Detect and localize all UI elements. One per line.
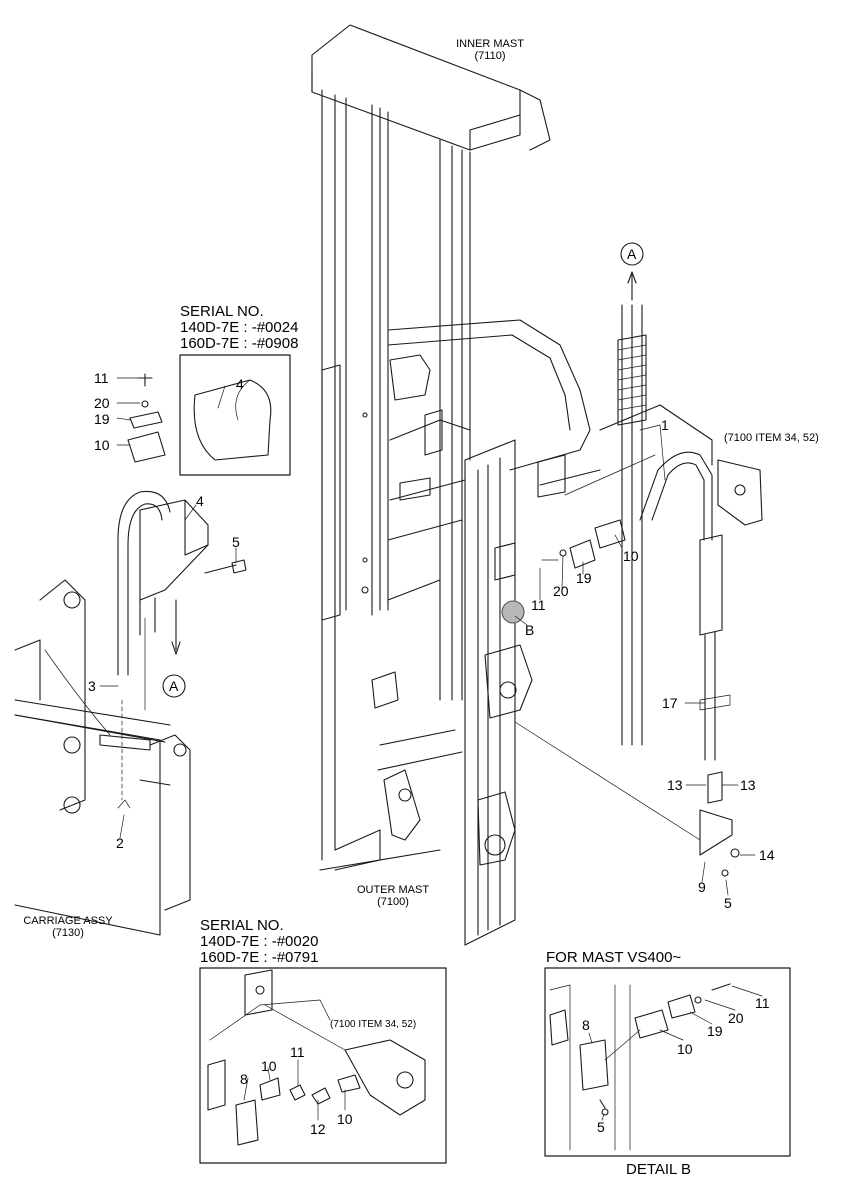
serial-top-box bbox=[179, 354, 291, 476]
callout-20-detail: 20 bbox=[728, 1010, 744, 1026]
ref-letter-a-top: A bbox=[627, 246, 637, 262]
callout-9: 9 bbox=[698, 879, 706, 895]
callout-4-cover: 4 bbox=[196, 493, 204, 509]
hose-assembly-right bbox=[514, 271, 740, 877]
carriage-label: CARRIAGE ASSY (7130) bbox=[8, 916, 128, 939]
callout-5-right: 5 bbox=[724, 895, 732, 911]
serial-bottom-line1: 140D-7E : -#0020 bbox=[200, 933, 319, 950]
callout-10-box-a: 10 bbox=[261, 1058, 277, 1074]
item-ref-right: (7100 ITEM 34, 52) bbox=[724, 432, 819, 444]
carriage-drawing bbox=[14, 579, 191, 936]
inner-mast-code: (7110) bbox=[474, 50, 506, 62]
hose-cover-left bbox=[117, 373, 247, 676]
callout-10-box-b: 10 bbox=[337, 1111, 353, 1127]
callout-13-right: 13 bbox=[740, 777, 756, 793]
detail-b-box bbox=[544, 967, 791, 1157]
callout-1: 1 bbox=[661, 417, 669, 433]
callout-19-mid: 19 bbox=[576, 570, 592, 586]
serial-top-title: SERIAL NO. bbox=[180, 303, 264, 320]
callout-11-detail: 11 bbox=[755, 995, 770, 1011]
callout-5-left: 5 bbox=[232, 534, 240, 550]
serial-top-line2: 160D-7E : -#0908 bbox=[180, 335, 299, 352]
callout-8-detail: 8 bbox=[582, 1017, 590, 1033]
callout-10-detail: 10 bbox=[677, 1041, 693, 1057]
outer-mast-label: OUTER MAST (7100) bbox=[343, 885, 443, 908]
callout-8-box: 8 bbox=[240, 1071, 248, 1087]
callout-10-left: 10 bbox=[94, 437, 110, 453]
callout-20-mid: 20 bbox=[553, 583, 569, 599]
callout-14: 14 bbox=[759, 847, 775, 863]
callout-11-left: 11 bbox=[94, 370, 109, 386]
ref-letter-b: B bbox=[525, 622, 535, 638]
serial-bottom-box bbox=[199, 967, 447, 1164]
callout-2: 2 bbox=[116, 835, 124, 851]
callout-3: 3 bbox=[88, 678, 96, 694]
callout-20-left: 20 bbox=[94, 395, 110, 411]
ref-letter-a-left: A bbox=[169, 678, 179, 694]
outer-mast-title: OUTER MAST bbox=[356, 884, 430, 896]
for-mast-label: FOR MAST VS400~ bbox=[546, 949, 682, 966]
callout-11-box: 11 bbox=[290, 1044, 305, 1060]
serial-top-line1: 140D-7E : -#0024 bbox=[180, 319, 299, 336]
serial-bottom-title: SERIAL NO. bbox=[200, 917, 284, 934]
callout-11-mid: 11 bbox=[531, 597, 546, 613]
inner-mast-drawing bbox=[311, 24, 551, 871]
carriage-title: CARRIAGE ASSY bbox=[23, 915, 113, 927]
callout-19-left: 19 bbox=[94, 411, 110, 427]
inner-mast-label: INNER MAST (7110) bbox=[445, 39, 535, 62]
item-ref-box: (7100 ITEM 34, 52) bbox=[330, 1019, 417, 1030]
callout-19-detail: 19 bbox=[707, 1023, 723, 1039]
callout-4-box: 4 bbox=[236, 376, 244, 392]
outer-mast-code: (7100) bbox=[377, 896, 409, 908]
callout-5-detail: 5 bbox=[597, 1119, 605, 1135]
outer-mast-drawing bbox=[319, 319, 763, 946]
ref-circle-a-left bbox=[162, 674, 186, 698]
inner-mast-title: INNER MAST bbox=[456, 38, 524, 50]
callout-13-left: 13 bbox=[667, 777, 683, 793]
callout-12-box: 12 bbox=[310, 1121, 326, 1137]
callout-10-mid: 10 bbox=[623, 548, 639, 564]
detail-b-label: DETAIL B bbox=[626, 1161, 692, 1178]
serial-bottom-line2: 160D-7E : -#0791 bbox=[200, 949, 319, 966]
serial-bottom-block: SERIAL NO. 140D-7E : -#0020 160D-7E : -#… bbox=[200, 918, 318, 965]
serial-top-block: SERIAL NO. 140D-7E : -#0024 160D-7E : -#… bbox=[180, 304, 298, 351]
callout-17: 17 bbox=[662, 695, 678, 711]
ref-circle-a-top bbox=[620, 242, 644, 266]
carriage-code: (7130) bbox=[52, 927, 84, 939]
